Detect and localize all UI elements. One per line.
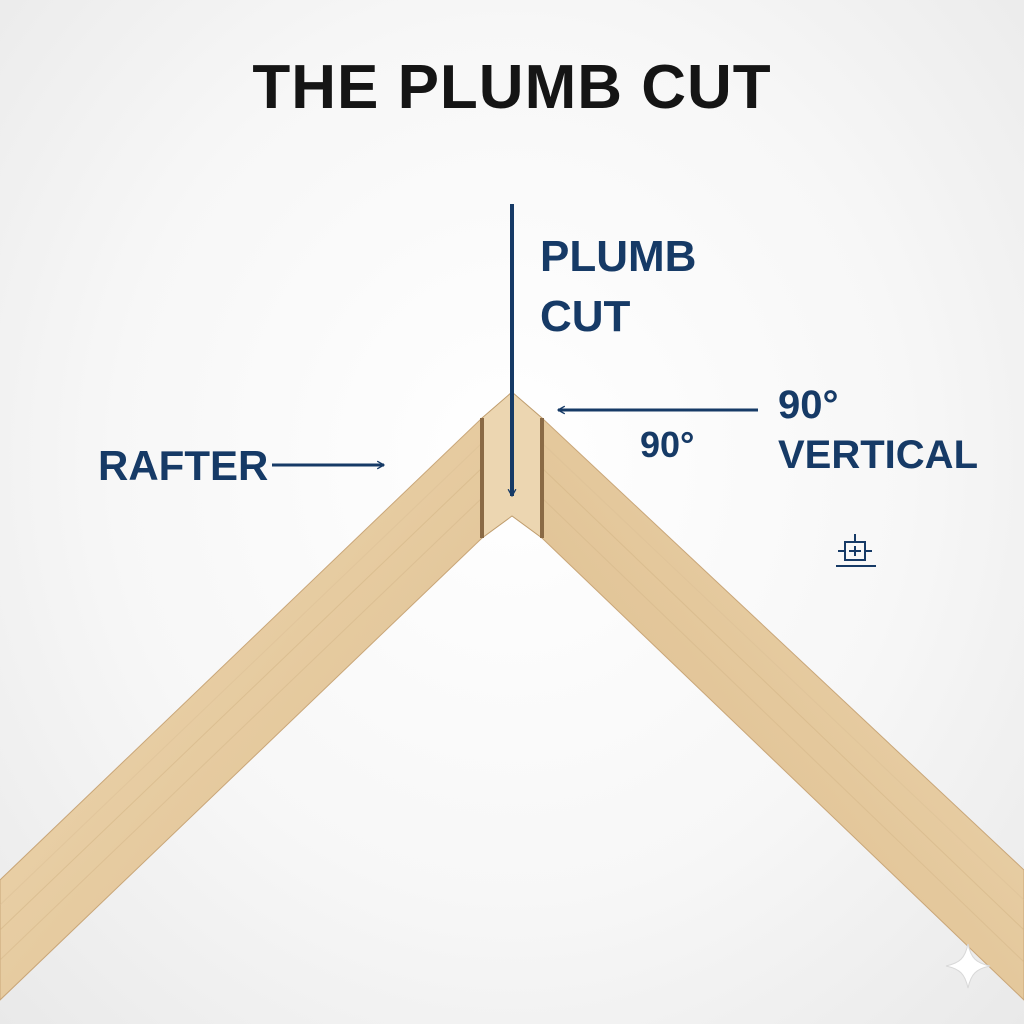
angle-label-center: 90° <box>640 424 695 465</box>
sparkle-icon <box>945 943 991 989</box>
level-icon <box>836 534 876 567</box>
plumb-cut-label-line1: PLUMB <box>540 232 697 281</box>
left-rafter-board <box>0 416 483 1001</box>
angle-label-right: 90° <box>778 383 839 427</box>
right-rafter-board <box>541 416 1024 1001</box>
vertical-label: VERTICAL <box>778 433 978 477</box>
rafter-label: RAFTER <box>98 442 269 489</box>
page-title: THE PLUMB CUT <box>252 53 772 122</box>
plumb-cut-label-line2: CUT <box>540 292 631 341</box>
